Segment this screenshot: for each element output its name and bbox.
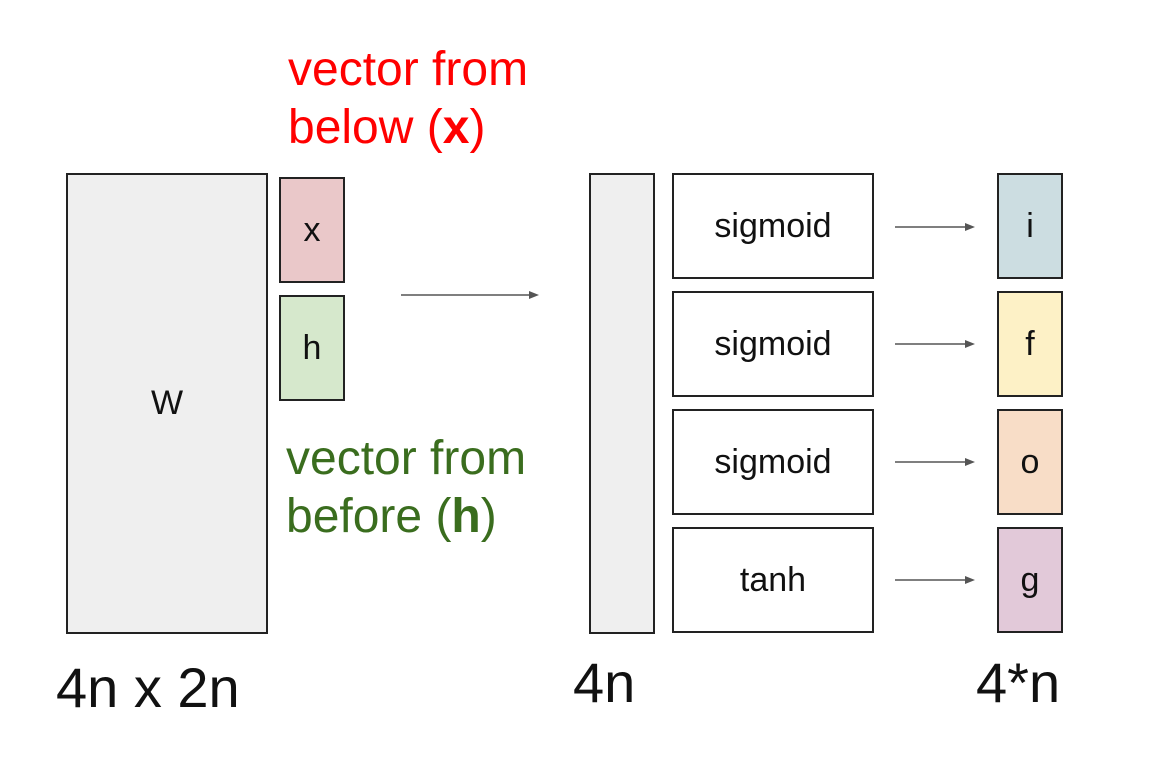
output-arrow-2: [895, 456, 975, 468]
gate-o: o: [997, 409, 1063, 515]
gate-g: g: [997, 527, 1063, 633]
activation-box-2: sigmoid: [672, 409, 874, 515]
activation-box-0: sigmoid: [672, 173, 874, 279]
multiply-arrow-icon: [401, 291, 539, 299]
activation-label: sigmoid: [714, 206, 832, 245]
arrow-icon: [895, 223, 975, 231]
gate-i: i: [997, 173, 1063, 279]
x-caption-line2: below (x): [288, 100, 486, 154]
h-caption-line2: before (h): [286, 489, 497, 543]
arrow-icon: [895, 458, 975, 466]
activation-box-3: tanh: [672, 527, 874, 633]
x-caption: vector from below (x): [288, 41, 528, 156]
h-caption: vector from before (h): [286, 430, 526, 545]
multiply-arrow: [401, 289, 541, 301]
activation-label: sigmoid: [714, 442, 832, 481]
output-dims-label: 4*n: [976, 651, 1061, 714]
output-arrow-1: [895, 338, 975, 350]
result-dims-label: 4n: [573, 651, 636, 714]
arrow-icon: [895, 340, 975, 348]
gate-label: i: [1026, 206, 1034, 245]
output-arrow-3: [895, 574, 975, 586]
matrix-dims-label: 4n x 2n: [56, 656, 240, 719]
gate-label: g: [1020, 560, 1040, 599]
gate-label: o: [1020, 442, 1040, 481]
x-vector: x: [279, 177, 345, 283]
x-vector-label: x: [303, 210, 321, 249]
activation-box-1: sigmoid: [672, 291, 874, 397]
h-vector: h: [279, 295, 345, 401]
gate-label: f: [1025, 324, 1035, 363]
activation-label: sigmoid: [714, 324, 832, 363]
result-vector: [589, 173, 655, 634]
weight-matrix-label: W: [150, 384, 184, 422]
arrow-icon: [895, 576, 975, 584]
output-arrow-0: [895, 221, 975, 233]
h-caption-line1: vector from: [286, 432, 527, 485]
gate-f: f: [997, 291, 1063, 397]
h-vector-label: h: [302, 328, 322, 367]
activation-label: tanh: [739, 560, 807, 599]
x-caption-line1: vector from: [288, 43, 529, 96]
weight-matrix: W: [66, 173, 268, 634]
